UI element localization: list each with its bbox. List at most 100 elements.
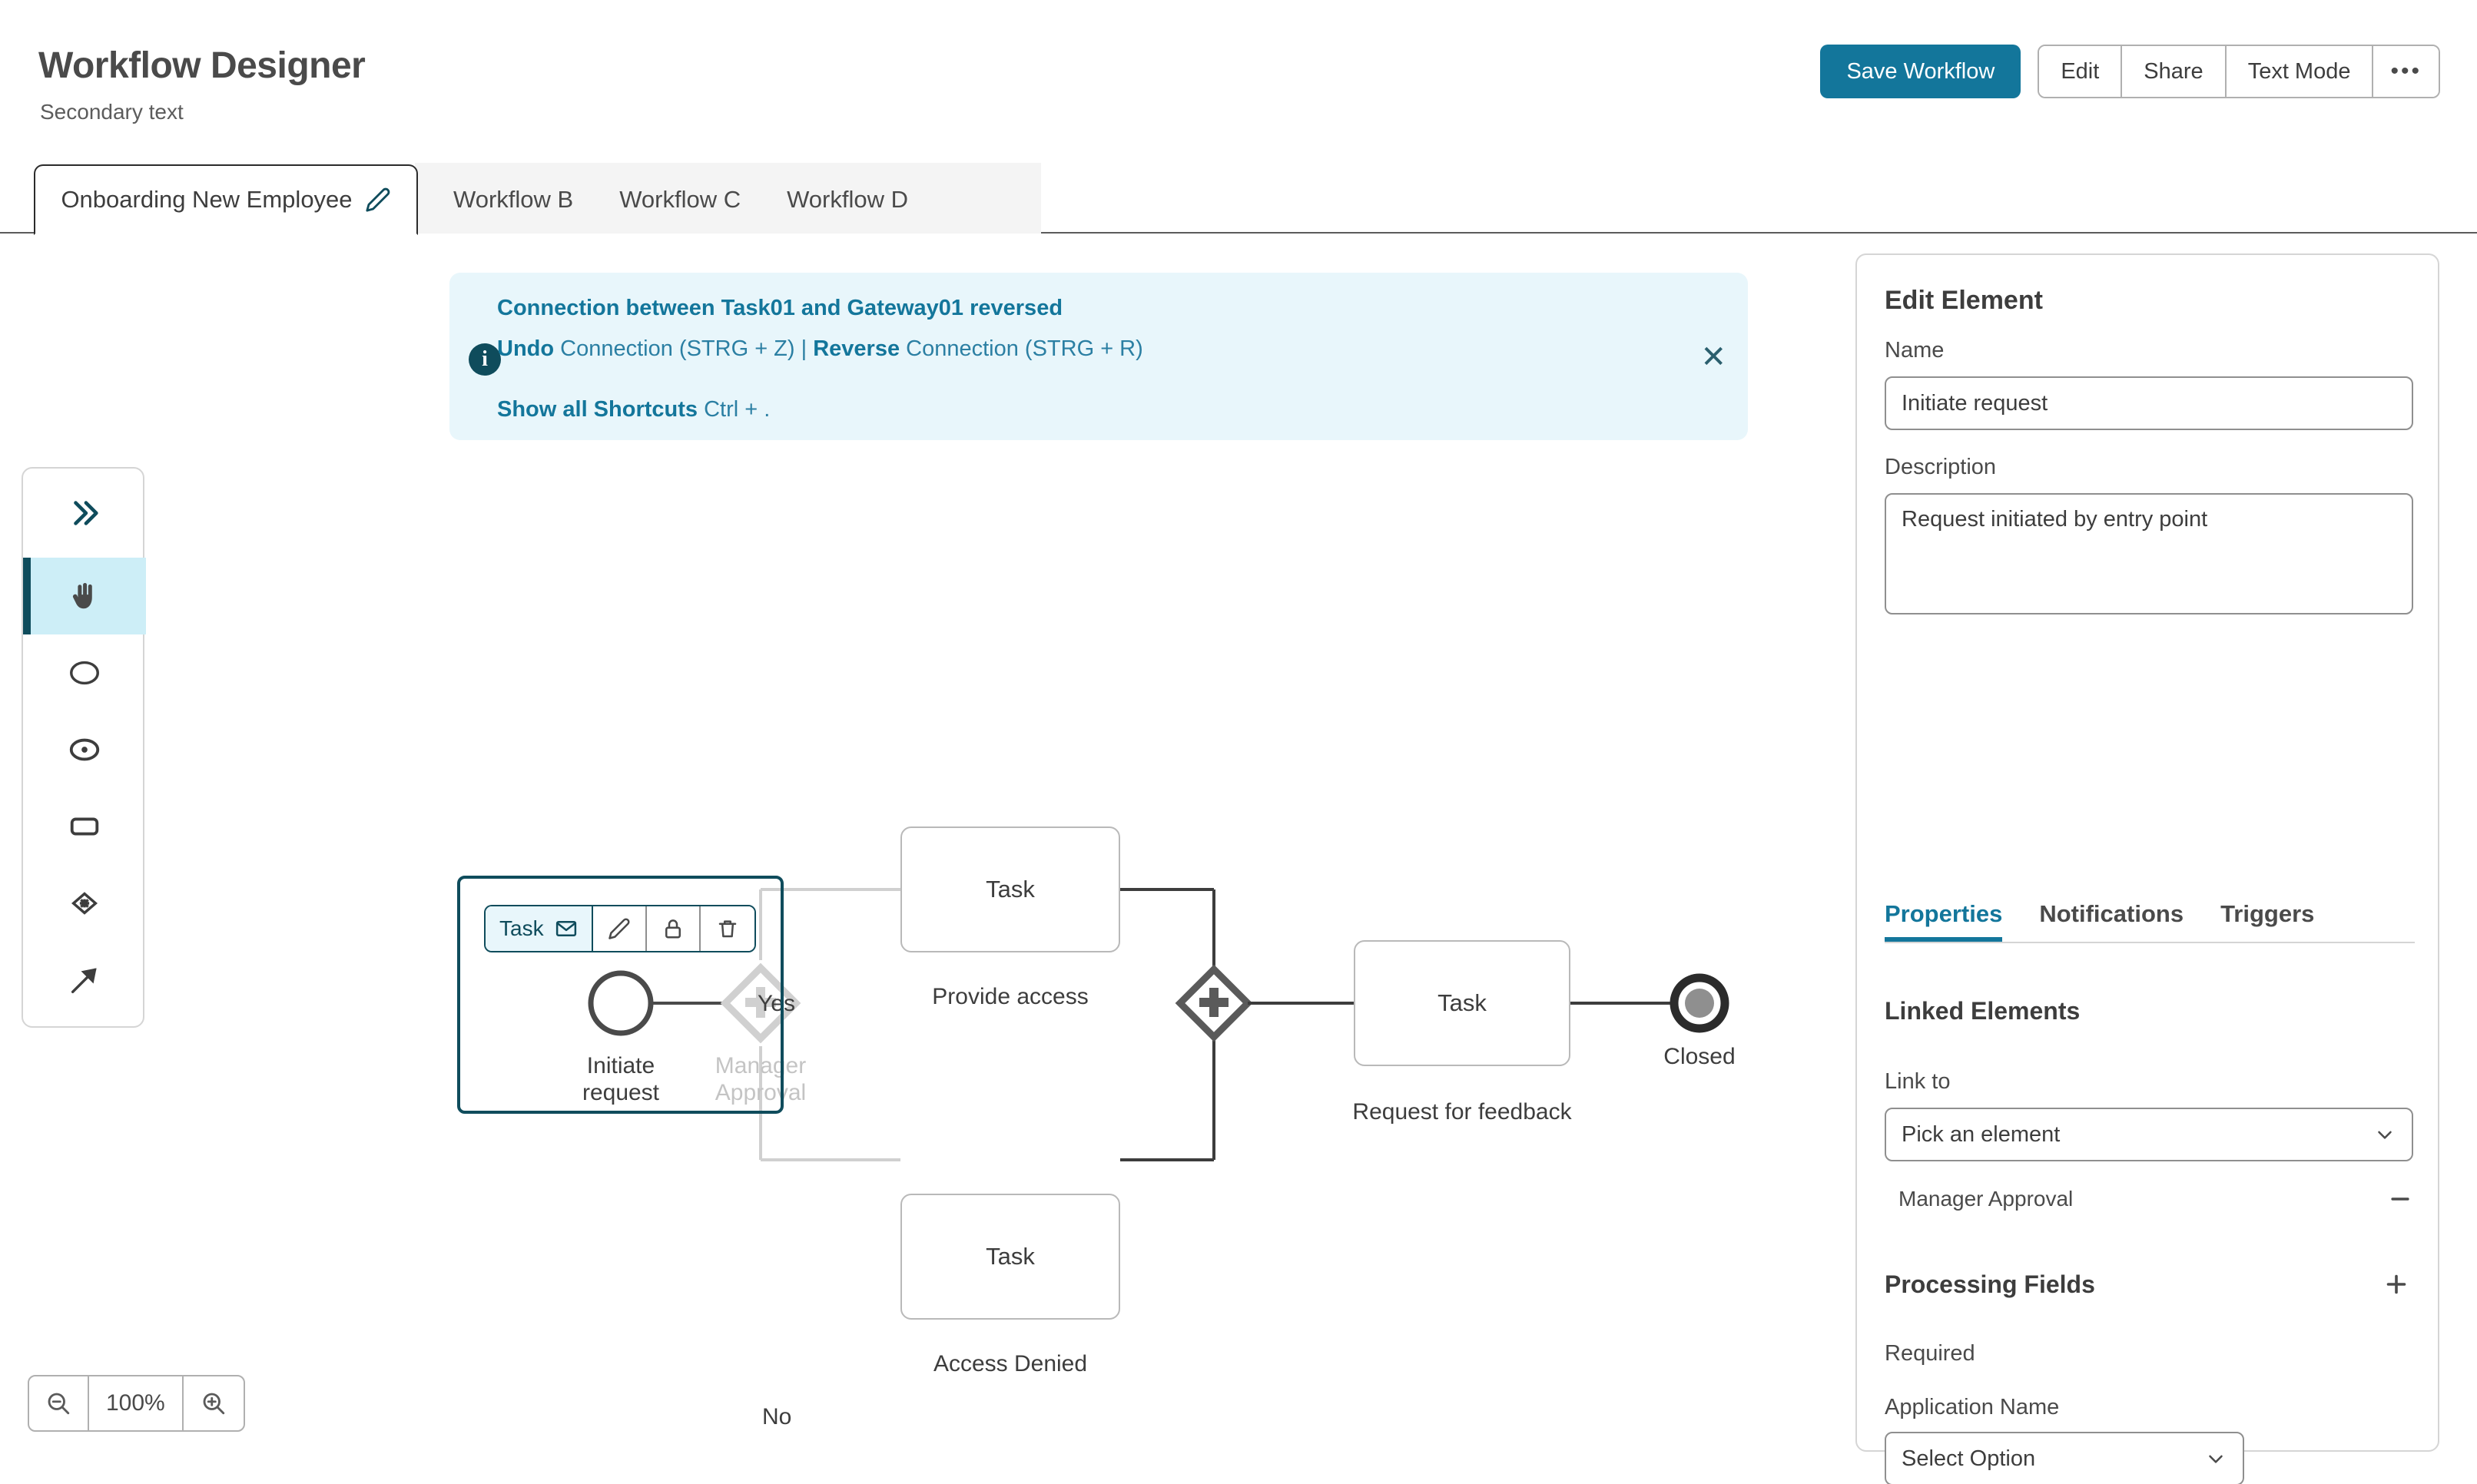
tab-workflow-d[interactable]: Workflow D [787,186,908,213]
show-all-shortcuts-link[interactable]: Show all Shortcuts [497,397,698,422]
node-type-chip[interactable]: Task [486,906,593,951]
delete-element-button[interactable] [700,906,754,951]
banner-actions-line: Undo Connection (STRG + Z) | Reverse Con… [497,336,1650,362]
edit-button[interactable]: Edit [2039,46,2123,97]
name-label: Name [1885,338,1945,363]
circle-dot-icon [67,732,102,767]
edit-element-panel: Edit Element Name Description Properties… [1855,253,2439,1484]
task-box-text: Task [986,1243,1035,1270]
selected-element-frame[interactable] [457,876,784,1114]
close-icon[interactable]: ✕ [1700,340,1726,374]
zoom-in-button[interactable] [184,1376,244,1430]
edit-element-button[interactable] [592,906,647,951]
banner-title: Connection between Task01 and Gateway01 … [497,296,1063,320]
circle-icon [67,655,102,691]
link-to-value: Pick an element [1902,1121,2061,1147]
description-textarea[interactable] [1885,493,2413,614]
save-workflow-button[interactable]: Save Workflow [1820,45,2021,98]
tab-workflow-c[interactable]: Workflow C [619,186,741,213]
application-name-select-wrap: Select Option [1885,1432,2244,1484]
workflow-diagram [588,888,1729,1161]
reverse-shortcut: Connection (STRG + R) [900,336,1143,361]
text-mode-button[interactable]: Text Mode [2226,46,2374,97]
task-tool-button[interactable] [23,788,146,865]
task-node-provide-access[interactable]: Task [900,826,1120,952]
zoom-out-icon [45,1390,72,1417]
hand-icon [67,578,102,614]
tabbar-divider [0,232,2477,234]
tab-properties[interactable]: Properties [1885,900,2002,942]
pan-tool-button[interactable] [23,558,146,634]
processing-fields-heading: Processing Fields [1885,1270,2095,1298]
tab-triggers[interactable]: Triggers [2220,900,2315,927]
required-label: Required [1885,1341,1975,1366]
more-options-button[interactable]: ••• [2373,46,2439,97]
required-group-label-wrap: Required [1885,1341,2413,1366]
plus-icon[interactable] [2382,1270,2410,1298]
gateway-label-manager-approval: Manager Approval [715,1053,807,1106]
reverse-link[interactable]: Reverse [813,336,900,361]
name-input[interactable] [1885,376,2413,430]
link-to-label-wrap: Link to [1885,1069,2413,1095]
edge-label-no: No [762,1404,792,1429]
end-event-label: Closed [1663,1044,1736,1069]
pencil-icon[interactable] [365,187,391,213]
chevron-double-right-icon [67,495,102,531]
share-button[interactable]: Share [2122,46,2227,97]
tab-notifications[interactable]: Notifications [2039,900,2184,927]
chevron-down-icon [2373,1123,2396,1146]
pencil-icon [608,917,631,940]
gateway-tool-button[interactable] [23,865,146,942]
description-input-wrap [1885,493,2413,618]
task-box-text: Task [1437,989,1487,1016]
workflow-canvas[interactable]: Task Provide access Task Access Denied T… [0,246,1844,1484]
chevron-down-icon [2204,1447,2227,1470]
task-node-request-feedback[interactable]: Task [1354,940,1570,1066]
tab-workflow-b[interactable]: Workflow B [453,186,574,213]
trash-icon [716,917,739,940]
application-name-select[interactable]: Select Option [1885,1432,2244,1484]
canvas-tool-rail [22,467,146,1028]
panel-tabs: Properties Notifications Triggers [1885,900,2415,943]
header-button-group: Edit Share Text Mode ••• [2038,45,2440,98]
edge-label-yes: Yes [758,991,795,1016]
link-to-label: Link to [1885,1069,1951,1094]
collapse-toggle-button[interactable] [23,469,146,558]
linked-item-label: Manager Approval [1898,1187,2074,1211]
connector-tool-button[interactable] [23,942,146,1019]
banner-separator: | [801,336,814,361]
linked-item-manager-approval: Manager Approval [1898,1186,2413,1212]
minus-icon[interactable] [2387,1186,2413,1212]
task-box-text: Task [986,876,1035,903]
application-name-value: Select Option [1902,1446,2036,1471]
arrow-icon [67,962,102,998]
lock-icon [662,917,685,940]
node-type-label: Task [499,916,544,940]
shortcut-info-banner: i Connection between Task01 and Gateway0… [449,273,1748,440]
link-to-select-wrap: Pick an element [1885,1108,2413,1161]
intermediate-event-tool-button[interactable] [23,711,146,788]
task-label-provide-access: Provide access [932,984,1089,1009]
app-header: Workflow Designer Secondary text Save Wo… [0,0,2477,154]
page-title: Workflow Designer [38,45,366,86]
start-event-label: Initiate request [582,1053,660,1106]
undo-link[interactable]: Undo [497,336,555,361]
page-subtitle: Secondary text [40,100,184,124]
selected-node-toolbar: Task [484,905,756,952]
lock-element-button[interactable] [646,906,701,951]
tab-onboarding-new-employee[interactable]: Onboarding New Employee [34,164,418,235]
application-name-label: Application Name [1885,1395,2060,1419]
inactive-tabs-background [415,163,1041,234]
info-icon: i [469,343,501,376]
application-name-label-wrap: Application Name [1885,1395,2413,1420]
description-field-group: Description [1885,455,2413,480]
zoom-in-icon [200,1390,227,1417]
task-node-access-denied[interactable]: Task [900,1194,1120,1320]
zoom-level-value: 100% [89,1376,184,1430]
workflow-tabbar [0,160,2477,234]
link-to-select[interactable]: Pick an element [1885,1108,2413,1161]
zoom-out-button[interactable] [29,1376,89,1430]
undo-shortcut: Connection (STRG + Z) [554,336,801,361]
start-event-tool-button[interactable] [23,634,146,711]
